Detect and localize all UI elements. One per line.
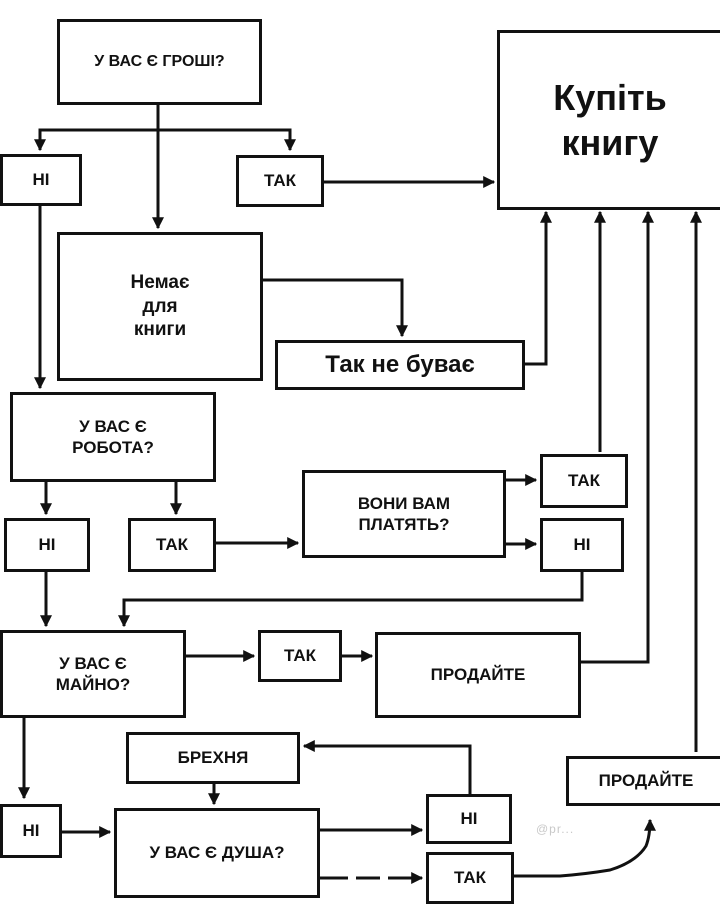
sell-label-2: ПРОДАЙТЕ [598,771,694,791]
no-box-3: НІ [540,518,624,572]
yes-label-4: ТАК [284,646,316,666]
no-box-2: НІ [4,518,90,572]
doesnt-happen-box: Так не буває [275,340,525,390]
sell-box-1: ПРОДАЙТЕ [375,632,581,718]
no-box-4: НІ [0,804,62,858]
money-question-box: У ВАС Є ГРОШІ? [57,19,262,105]
no-money-for-book-box: Немає для книги [57,232,263,381]
job-question-box: У ВАС Є РОБОТА? [10,392,216,482]
doesnt-happen-label: Так не буває [325,351,475,378]
sell-label-1: ПРОДАЙТЕ [430,665,526,685]
soul-question-label: У ВАС Є ДУША? [149,843,285,863]
property-question-box: У ВАС Є МАЙНО? [0,630,186,718]
arrow-money-to-no [34,104,160,152]
arrow-money-to-yes [158,128,296,152]
no-box-1: НІ [0,154,82,206]
buy-book-label: Купіть книгу [553,77,667,163]
arrow-no3-to-property [118,572,584,628]
no-label-1: НІ [32,170,50,190]
job-question-label: У ВАС Є РОБОТА? [72,416,154,457]
yes-label-1: ТАК [264,171,296,191]
no-label-2: НІ [38,535,56,555]
lie-label: БРЕХНЯ [177,748,249,768]
no-label-5: НІ [460,809,478,829]
arrow-sell1-to-buy [580,210,654,664]
watermark: @pr... [536,822,575,836]
property-question-label: У ВАС Є МАЙНО? [55,653,131,694]
no-money-for-book-label: Немає для книги [130,271,190,341]
yes-box-5: ТАК [426,852,514,904]
yes-box-2: ТАК [128,518,216,572]
paid-question-label: ВОНИ ВАМ ПЛАТЯТЬ? [357,493,451,534]
no-label-3: НІ [573,535,591,555]
yes-box-4: ТАК [258,630,342,682]
no-box-5: НІ [426,794,512,844]
arrow-yes5-to-sell2 [512,818,656,878]
money-question-label: У ВАС Є ГРОШІ? [94,53,225,70]
yes-label-5: ТАК [454,868,486,888]
yes-box-3: ТАК [540,454,628,508]
arrow-no5-to-lie [302,740,472,794]
buy-book-box: Купіть книгу [497,30,720,210]
arrow-nomoney-to-doesnt-happen [262,278,408,338]
paid-question-box: ВОНИ ВАМ ПЛАТЯТЬ? [302,470,506,558]
arrow-doesnt-happen-to-buy [522,210,552,366]
no-label-4: НІ [22,821,40,841]
yes-label-3: ТАК [568,471,600,491]
sell-box-2: ПРОДАЙТЕ [566,756,720,806]
lie-box: БРЕХНЯ [126,732,300,784]
soul-question-box: У ВАС Є ДУША? [114,808,320,898]
yes-box-1: ТАК [236,155,324,207]
yes-label-2: ТАК [156,535,188,555]
